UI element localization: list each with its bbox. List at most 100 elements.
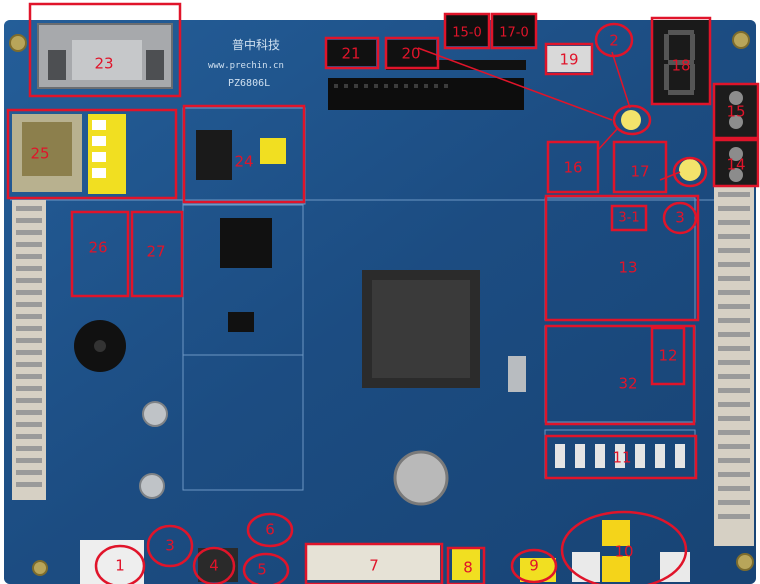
left-pin-rows xyxy=(16,206,42,487)
crystal xyxy=(508,356,526,392)
mount-hole-br xyxy=(736,553,754,571)
annotation-boxes xyxy=(6,2,760,584)
box-27 xyxy=(130,210,184,298)
connector-7 xyxy=(306,544,440,580)
box-20 xyxy=(384,36,440,70)
callout-6: 6 xyxy=(265,520,275,539)
led-2 xyxy=(621,110,641,130)
coin-battery xyxy=(393,450,449,506)
ic-24 xyxy=(196,130,232,180)
callout-27: 27 xyxy=(146,242,166,261)
brand-text: 普中科技 xyxy=(232,37,280,52)
memory-ic xyxy=(220,218,272,268)
header-20-wide xyxy=(386,60,526,70)
callout-15: 15 xyxy=(726,102,746,121)
callout-19: 19 xyxy=(559,50,579,69)
mount-hole-tr xyxy=(732,31,750,49)
box-12 xyxy=(650,326,686,386)
callout-2: 2 xyxy=(609,31,619,50)
callout-14: 14 xyxy=(726,155,746,174)
callout-7: 7 xyxy=(369,556,379,575)
box-8 xyxy=(446,546,486,584)
model-text: PZ6806L xyxy=(228,78,270,89)
callout-4: 4 xyxy=(209,556,219,575)
callout-3: 3 xyxy=(675,208,685,227)
jumper-24 xyxy=(260,138,286,164)
box-24 xyxy=(182,104,306,204)
box-3-1 xyxy=(610,204,648,232)
right-pin-rows xyxy=(718,192,750,519)
callout-3-1: 3-1 xyxy=(618,210,640,226)
box-15-0 xyxy=(443,12,491,50)
callout-16: 16 xyxy=(563,158,583,177)
leader-lines xyxy=(417,47,681,181)
circle-3b xyxy=(146,524,194,568)
mount-hole-tl xyxy=(9,34,27,52)
key-1 xyxy=(602,520,630,546)
header-15-0 xyxy=(445,14,489,46)
connector-8 xyxy=(452,548,480,580)
callout-10: 10 xyxy=(614,542,634,561)
callout-13: 13 xyxy=(618,258,638,277)
circle-4 xyxy=(192,546,236,584)
circle-10 xyxy=(560,510,688,584)
url-text: www.prechin.cn xyxy=(208,61,284,71)
box-25 xyxy=(6,108,178,200)
circle-5 xyxy=(242,552,290,584)
callout-20: 20 xyxy=(401,44,421,63)
box-16 xyxy=(546,140,600,194)
key-3 xyxy=(572,552,600,582)
callout-32: 32 xyxy=(618,374,638,393)
callout-18: 18 xyxy=(671,56,691,75)
callout-11: 11 xyxy=(612,448,632,467)
box-17-0 xyxy=(490,12,538,50)
right-pin-header xyxy=(714,186,754,546)
mount-hole-bl xyxy=(32,560,48,576)
header-21 xyxy=(326,40,376,66)
main-header xyxy=(328,78,524,110)
callout-9: 9 xyxy=(529,556,539,575)
box-32 xyxy=(544,324,696,426)
callout-8: 8 xyxy=(463,558,473,577)
callout-17-0: 17-0 xyxy=(499,25,529,41)
circle-6 xyxy=(246,512,294,548)
box-15 xyxy=(712,82,760,140)
small-ic xyxy=(228,312,254,332)
box-11 xyxy=(544,434,698,480)
box-23 xyxy=(28,2,182,98)
callout-5: 5 xyxy=(257,560,267,579)
callout-17: 17 xyxy=(630,162,650,181)
circle-3 xyxy=(662,201,698,235)
box-18 xyxy=(650,16,712,106)
callout-24: 24 xyxy=(234,152,254,171)
key-2 xyxy=(602,556,630,582)
annotation-circles xyxy=(94,22,708,584)
callout-1: 1 xyxy=(115,556,125,575)
box-7 xyxy=(304,542,444,584)
header-17-0 xyxy=(492,14,536,46)
callout-23: 23 xyxy=(94,54,114,73)
circle-led-14 xyxy=(672,156,708,188)
capacitor-1 xyxy=(142,401,168,427)
box-21 xyxy=(324,36,380,70)
led-14 xyxy=(679,159,701,181)
callout-3b: 3 xyxy=(165,536,175,555)
led-row-11 xyxy=(555,444,685,468)
box-17 xyxy=(612,140,668,194)
box-13 xyxy=(544,194,700,322)
callout-25: 25 xyxy=(30,144,50,163)
circle-9 xyxy=(510,548,558,584)
circle-led-2 xyxy=(612,104,652,136)
callout-15-0: 15-0 xyxy=(452,25,482,41)
box-14 xyxy=(712,138,760,188)
box-19 xyxy=(544,42,594,76)
circle-1 xyxy=(94,544,146,584)
box-26 xyxy=(70,210,130,298)
callout-12: 12 xyxy=(658,346,678,365)
callout-21: 21 xyxy=(341,44,361,63)
seven-seg-digit xyxy=(664,30,695,95)
capacitor-2 xyxy=(139,473,165,499)
header-19 xyxy=(546,46,592,72)
